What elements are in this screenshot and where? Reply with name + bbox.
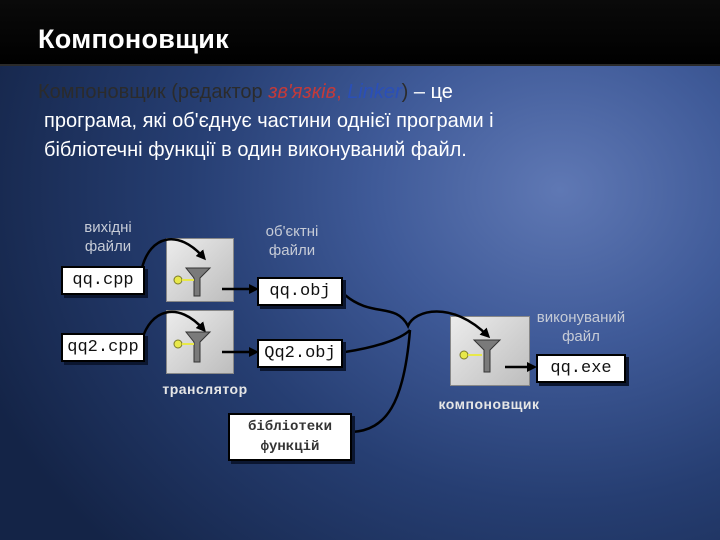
- definition-alt-term: зв'язків: [268, 81, 337, 103]
- arrow-src1-in: [140, 238, 206, 269]
- definition-line-1: Компоновщик (редактор зв'язків, Linker) …: [38, 78, 678, 107]
- linker-gear-icon: [459, 339, 502, 373]
- definition-text: Компоновщик (редактор зв'язків, Linker) …: [38, 78, 678, 165]
- library-box: бібліотеки функцій: [228, 413, 352, 461]
- file-box-qq-obj: qq.obj: [257, 277, 343, 306]
- title-bar: [0, 0, 720, 66]
- caption-source-files: вихідні файли: [68, 218, 148, 256]
- definition-paren-open: (редактор: [165, 81, 269, 103]
- translator-gear-icon-1: [173, 267, 212, 297]
- caption-linker: компоновщик: [438, 396, 540, 412]
- definition-term: Компоновщик: [38, 81, 166, 103]
- definition-comma: ,: [336, 81, 348, 103]
- slide-title: Компоновщик: [38, 24, 229, 54]
- definition-line-2: програма, які об'єднує частини однієї пр…: [44, 110, 494, 132]
- caption-object-files: об'єктні файли: [248, 222, 336, 260]
- file-box-qq2-cpp: qq2.cpp: [61, 333, 145, 362]
- file-box-qq-exe: qq.exe: [536, 354, 626, 383]
- caption-executable-text: виконуваний файл: [536, 309, 626, 345]
- translator-gear-icon-2: [173, 331, 212, 363]
- caption-source-text: вихідні файли: [84, 219, 132, 255]
- definition-english-term: Linker: [347, 81, 402, 103]
- caption-object-text: об'єктні файли: [265, 223, 319, 259]
- arrow-obj-to-linker: [344, 294, 491, 339]
- arrow-src2-in: [140, 310, 206, 341]
- arrow-obj2-to-linker: [344, 329, 411, 354]
- arrow-lib-to-linker: [351, 329, 412, 434]
- definition-line-3: бібліотечні функції в один виконуваний ф…: [44, 139, 467, 161]
- library-line-2: функцій: [260, 439, 320, 455]
- definition-dash-text: – це: [408, 81, 453, 103]
- file-box-qq-cpp: qq.cpp: [61, 266, 145, 295]
- caption-translator: транслятор: [162, 381, 248, 397]
- definition-paren-close: ): [401, 81, 409, 103]
- library-line-1: бібліотеки: [247, 419, 332, 435]
- file-box-qq2-obj: Qq2.obj: [257, 339, 343, 368]
- caption-executable-file: виконуваний файл: [522, 308, 640, 346]
